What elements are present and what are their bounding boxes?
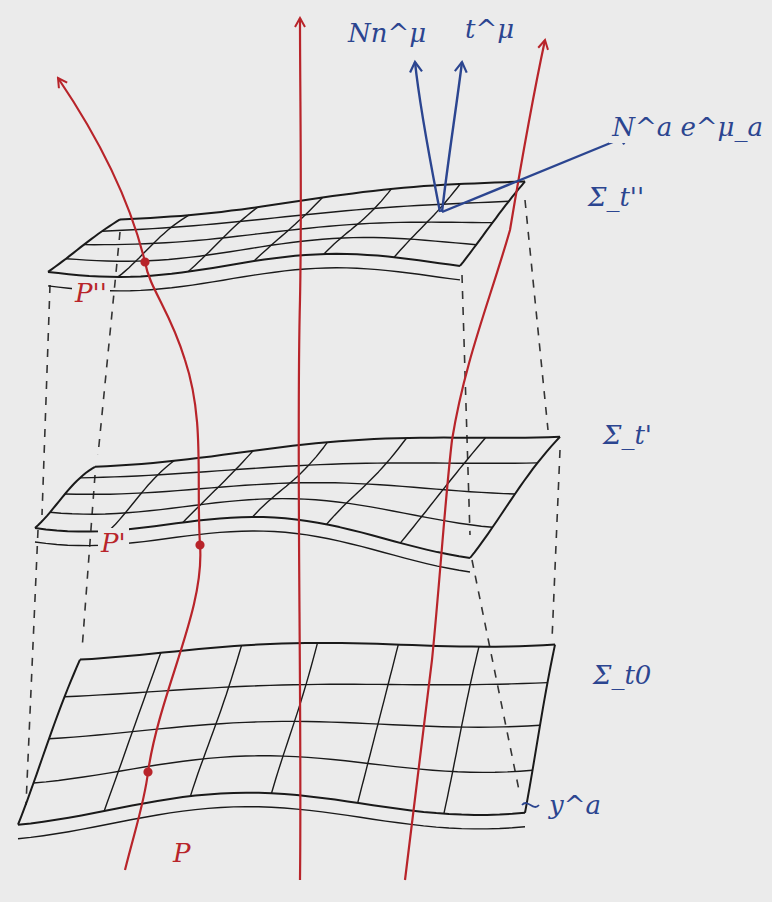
observer-worldline xyxy=(58,78,200,870)
grid-line xyxy=(272,643,318,793)
grid-line xyxy=(48,219,120,272)
grid-line xyxy=(18,660,80,825)
grid-line xyxy=(183,451,253,523)
surface-label: Σ_t0 xyxy=(590,660,654,691)
dashed-guide xyxy=(462,275,470,535)
grid-line xyxy=(95,437,560,467)
grid-line xyxy=(102,201,509,231)
grid-line xyxy=(444,647,479,814)
grid-line xyxy=(470,437,560,558)
dashed-guide xyxy=(98,232,120,455)
shift-label: N^a e^μ_a xyxy=(609,112,766,143)
dashed-guide xyxy=(26,530,38,805)
grid-line xyxy=(394,184,460,257)
event-point xyxy=(142,259,149,266)
grid-line xyxy=(109,461,174,531)
grid-line xyxy=(35,467,95,528)
surface-label: Σ_t'' xyxy=(585,182,647,213)
time-vector-label: t^μ xyxy=(462,14,517,45)
dashed-guide xyxy=(26,200,560,805)
grid-line xyxy=(254,198,323,262)
dashed-guide xyxy=(552,450,560,640)
grid-line xyxy=(327,438,407,524)
dashed-guide xyxy=(525,200,548,430)
grid-line xyxy=(18,807,525,839)
hypersurface xyxy=(18,181,560,838)
time-vector xyxy=(442,62,462,212)
basis-vector xyxy=(415,62,630,807)
coordinate-squiggle xyxy=(522,803,539,807)
grid-line xyxy=(324,189,391,254)
normal-vector xyxy=(415,62,440,212)
dashed-guide xyxy=(82,475,95,650)
dashed-guide xyxy=(472,560,520,795)
observer-worldline xyxy=(299,18,301,880)
grid-line xyxy=(18,793,525,825)
event-point xyxy=(145,769,152,776)
event-point xyxy=(197,542,204,549)
grid-line xyxy=(188,207,258,272)
grid-line xyxy=(358,645,399,803)
grid-line xyxy=(525,645,555,813)
grid-line xyxy=(84,222,493,245)
grid-line xyxy=(49,721,540,738)
observer-worldline xyxy=(405,40,545,880)
grid-line xyxy=(190,646,241,797)
grid-line xyxy=(48,254,460,277)
point-label: P' xyxy=(98,528,129,559)
dashed-guide xyxy=(42,285,50,515)
coordinate-label: y^a xyxy=(546,790,604,821)
grid-line xyxy=(66,238,476,262)
grid-line xyxy=(104,653,161,811)
grid-line xyxy=(253,442,328,517)
observer-worldline xyxy=(58,18,545,880)
point-label: P'' xyxy=(72,278,110,309)
grid-line xyxy=(118,215,189,277)
normal-label: Nn^μ xyxy=(345,18,429,49)
point-label: P xyxy=(170,838,194,869)
surface-label: Σ_t' xyxy=(600,420,655,451)
grid-line xyxy=(48,268,460,291)
grid-line xyxy=(34,756,533,783)
